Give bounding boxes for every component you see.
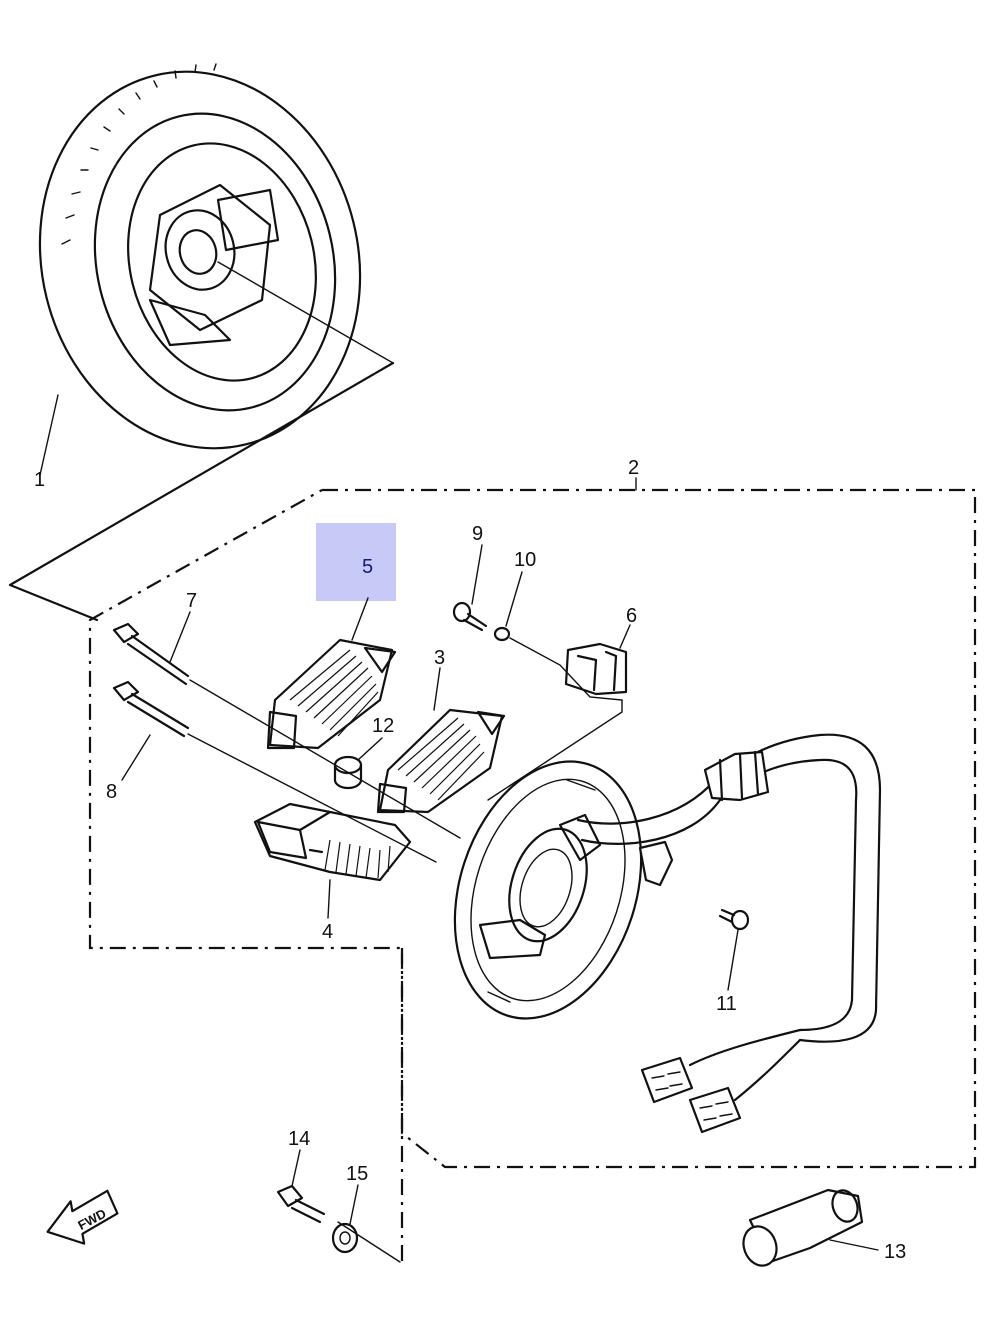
leader-1	[39, 394, 59, 476]
wire-harness[interactable]	[576, 733, 882, 1134]
washer-alignment-line	[337, 1221, 401, 1263]
clamp-6[interactable]	[564, 624, 631, 696]
rotor-bracket-line	[8, 361, 395, 622]
lighting-coil-4[interactable]	[253, 802, 412, 919]
callout-1: 1	[34, 469, 45, 491]
pickup-coil-5[interactable]	[266, 597, 397, 750]
callout-12: 12	[372, 715, 394, 737]
puller-13[interactable]	[738, 1187, 879, 1270]
bolt-8[interactable]	[112, 680, 190, 781]
callout-7: 7	[186, 590, 197, 612]
screw-alignment-line	[487, 637, 623, 801]
callout-5: 5	[362, 556, 373, 578]
stator-assembly-boundary	[88, 488, 977, 1169]
charge-coil-3[interactable]	[376, 667, 506, 814]
callout-11: 11	[716, 993, 737, 1015]
bolt-8-alignment-line	[187, 733, 437, 863]
callout-4: 4	[322, 921, 333, 943]
bolt-7-alignment-line	[189, 679, 461, 839]
screw-11[interactable]	[718, 908, 750, 991]
callout-14: 14	[288, 1128, 310, 1150]
washer-10[interactable]	[493, 571, 523, 642]
stator-base-plate[interactable]	[424, 737, 674, 1042]
callout-13: 13	[884, 1241, 906, 1263]
fwd-arrow-icon: FWD	[46, 1189, 119, 1245]
screw-9[interactable]	[452, 544, 488, 632]
callout-3: 3	[434, 647, 445, 669]
spacer-12[interactable]	[333, 737, 383, 790]
bolt-14[interactable]	[276, 1149, 326, 1224]
callout-9: 9	[472, 523, 483, 545]
highlight-box-part-5	[316, 523, 396, 601]
washer-15[interactable]	[331, 1184, 359, 1254]
callout-2: 2	[628, 457, 639, 479]
callout-8: 8	[106, 781, 117, 803]
flywheel-rotor[interactable]	[1, 37, 400, 482]
callout-10: 10	[514, 549, 536, 571]
callout-15: 15	[346, 1163, 368, 1185]
bolt-7[interactable]	[112, 611, 191, 686]
callout-6: 6	[626, 605, 637, 627]
